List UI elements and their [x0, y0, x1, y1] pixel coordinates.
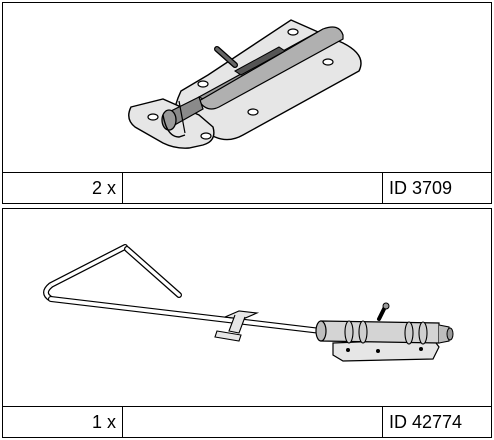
quantity-cell: 2 x [3, 173, 123, 203]
part-id-cell: ID 3709 [389, 177, 453, 198]
long-handle-bolt-icon [43, 244, 454, 362]
quantity-cell: 1 x [3, 407, 123, 437]
door-bolt-icon [128, 19, 362, 149]
part-id-cell: ID 42774 [389, 411, 463, 432]
part-image-1 [3, 3, 491, 172]
description-cell [123, 407, 383, 437]
part-image-2 [3, 209, 491, 405]
description-cell [123, 173, 383, 203]
part-panel-2: 1 x ID 42774 [2, 208, 492, 438]
part-row-2: 1 x ID 42774 [3, 406, 491, 437]
part-row-1: 2 x ID 3709 [3, 172, 491, 203]
part-panel-1: 2 x ID 3709 [2, 2, 492, 204]
